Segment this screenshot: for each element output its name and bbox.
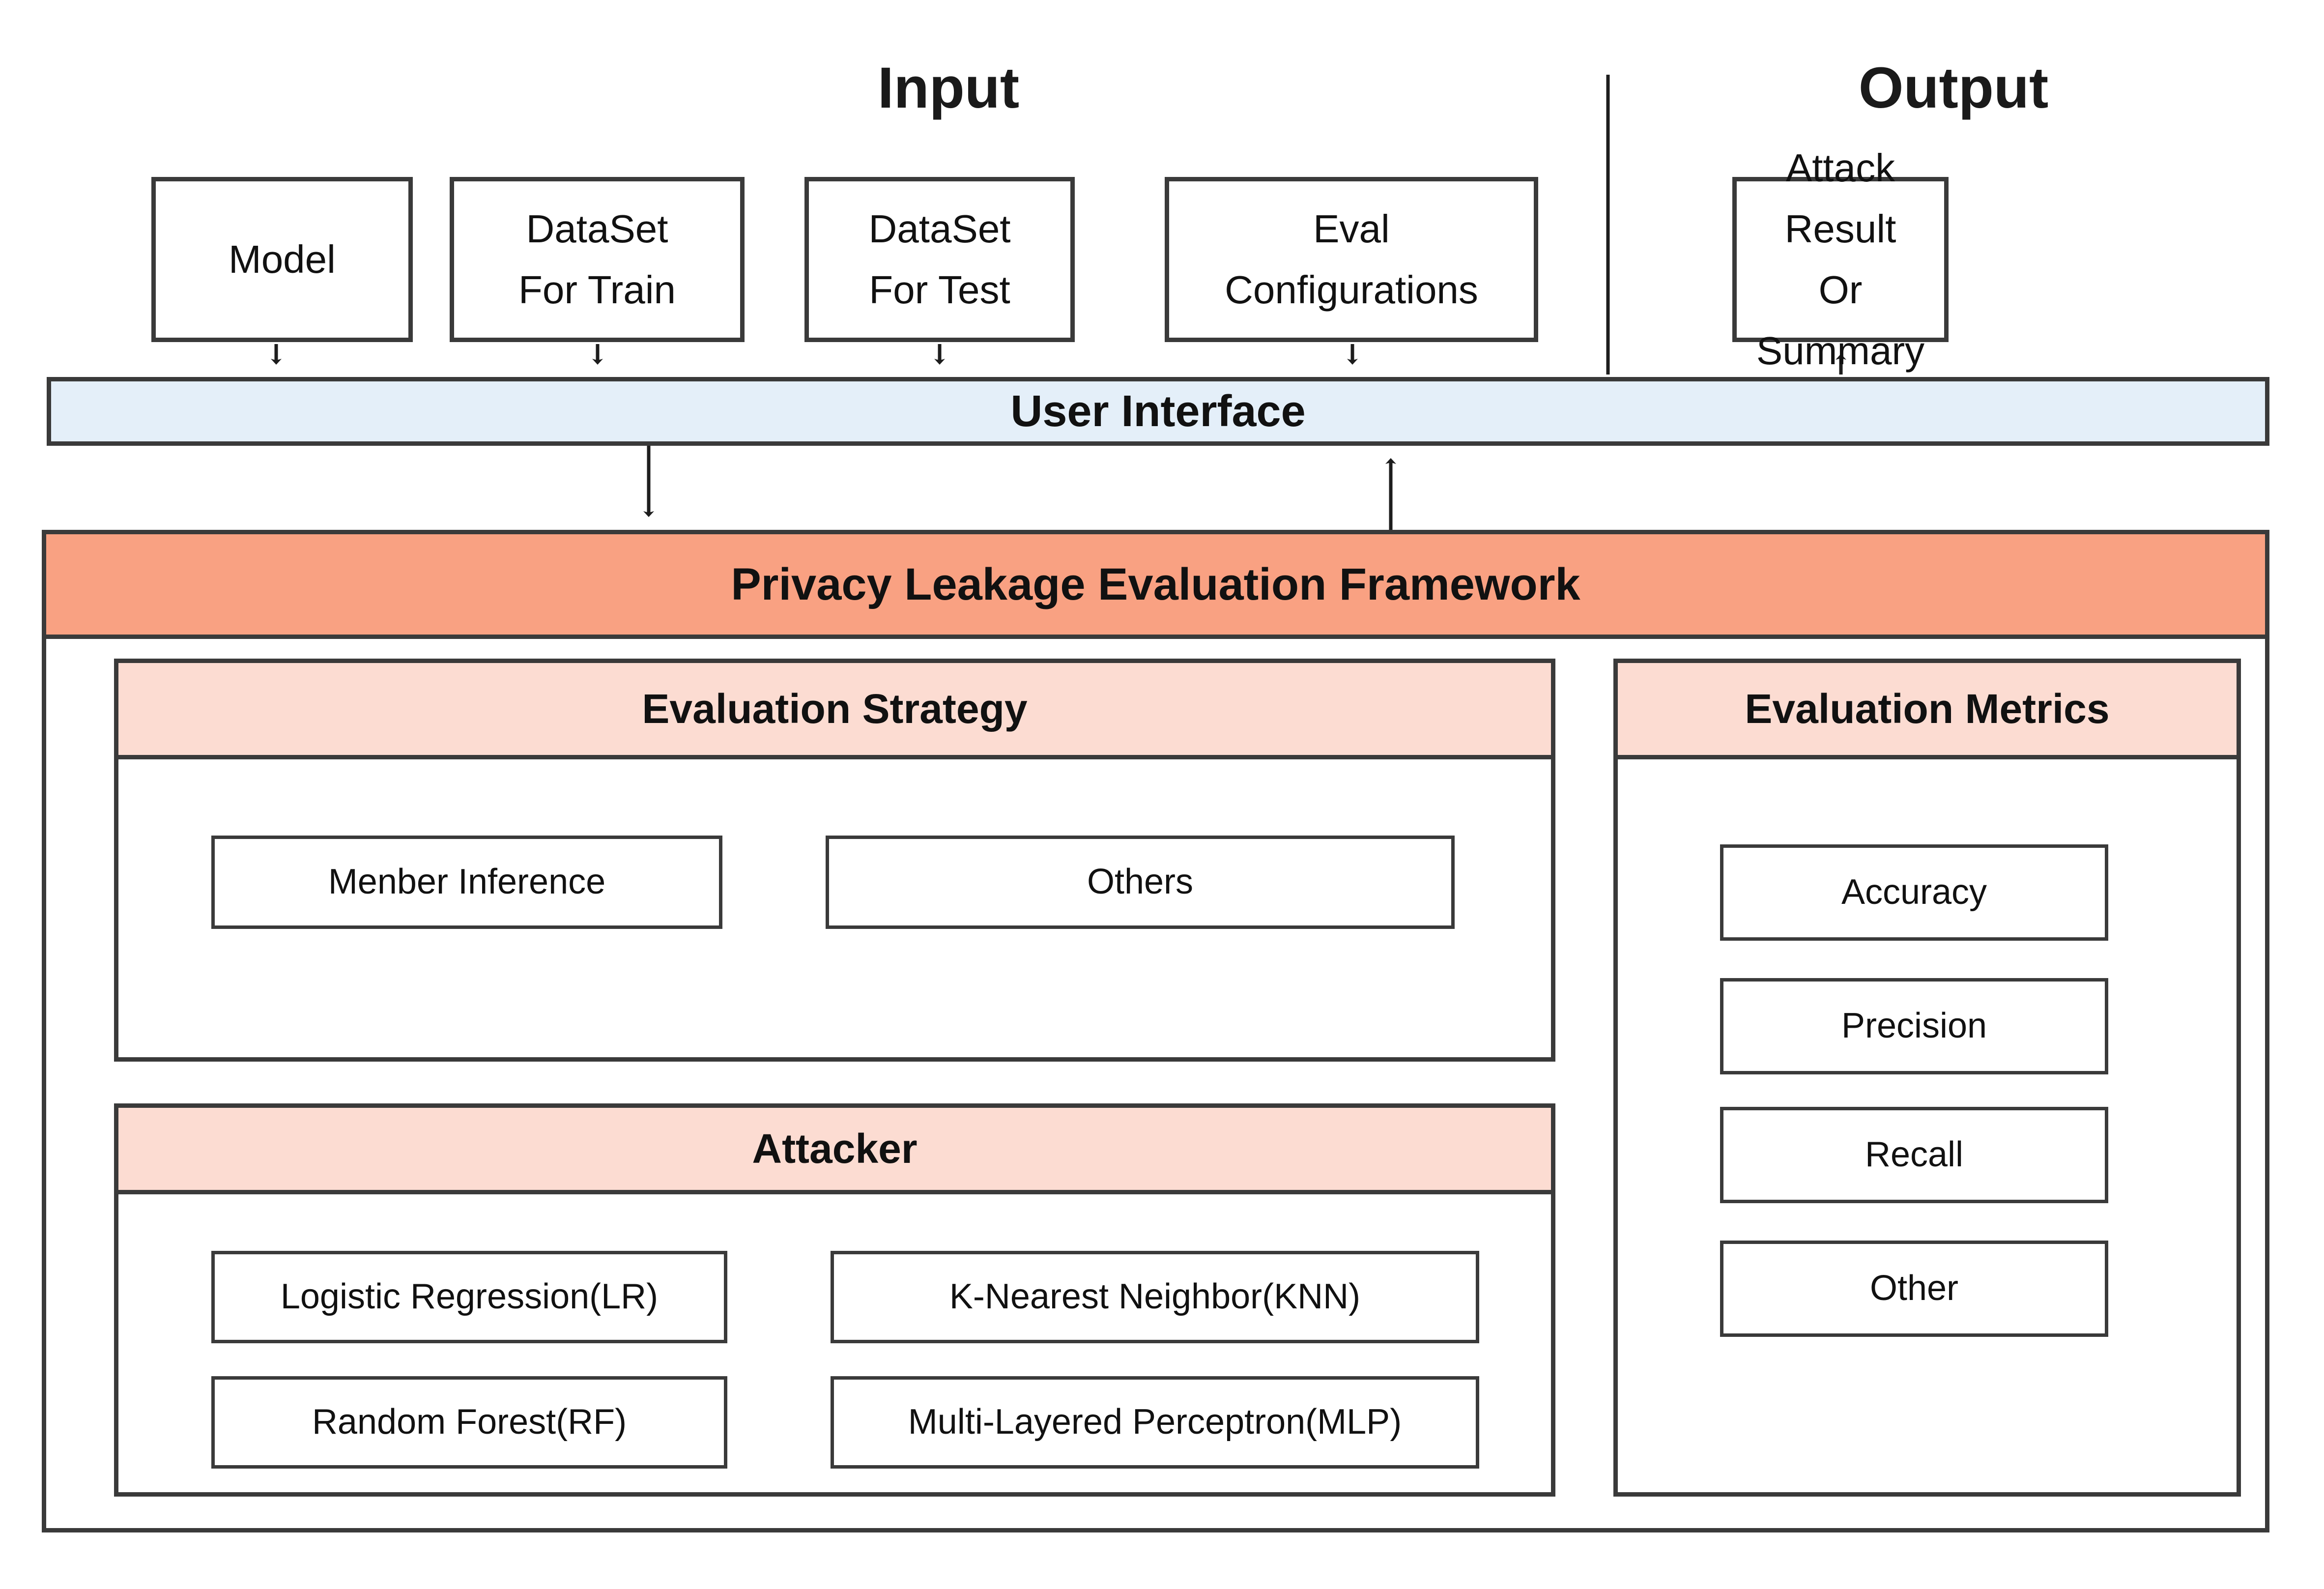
input-box-dataset-for-test[interactable]: DataSet For Test: [804, 177, 1075, 342]
output-section-title: Output: [1858, 56, 2049, 120]
framework-title: Privacy Leakage Evaluation Framework: [731, 559, 1580, 609]
metric-item-precision-label: Precision: [1841, 1006, 1987, 1046]
attacker-item-mlp-label: Multi-Layered Perceptron(MLP): [908, 1402, 1402, 1442]
input-box-dataset-for-test-line2: For Test: [869, 268, 1010, 312]
metric-item-accuracy-label: Accuracy: [1841, 872, 1987, 912]
input-box-dataset-for-test-line1: DataSet: [868, 207, 1011, 251]
attacker-header: Attacker: [114, 1103, 1555, 1194]
strategy-item-others-label: Others: [1087, 862, 1194, 902]
metric-item-accuracy[interactable]: Accuracy: [1720, 844, 2108, 941]
attacker-item-logistic-regression-label: Logistic Regression(LR): [280, 1277, 659, 1317]
attacker-item-logistic-regression[interactable]: Logistic Regression(LR): [211, 1251, 727, 1343]
user-interface-label: User Interface: [1010, 386, 1306, 436]
attacker-item-knn[interactable]: K-Nearest Neighbor(KNN): [831, 1251, 1479, 1343]
input-box-dataset-for-train[interactable]: DataSet For Train: [450, 177, 745, 342]
metric-item-precision[interactable]: Precision: [1720, 978, 2108, 1074]
output-box-attack-result-line1: Attack Result: [1784, 146, 1896, 251]
attacker-title: Attacker: [752, 1126, 918, 1172]
output-box-attack-result[interactable]: Attack Result Or Summary: [1732, 146, 1949, 373]
strategy-item-others[interactable]: Others: [826, 836, 1455, 929]
strategy-item-menber-inference-label: Menber Inference: [328, 862, 606, 902]
attacker-item-knn-label: K-Nearest Neighbor(KNN): [949, 1277, 1361, 1317]
input-box-dataset-for-train-line2: For Train: [518, 268, 676, 312]
metric-item-recall-label: Recall: [1865, 1135, 1964, 1175]
input-section-title: Input: [877, 56, 1020, 120]
evaluation-strategy-header: Evaluation Strategy: [114, 659, 1555, 759]
input-box-model[interactable]: Model: [151, 177, 413, 342]
attacker-item-mlp[interactable]: Multi-Layered Perceptron(MLP): [831, 1376, 1479, 1469]
attacker-item-random-forest-label: Random Forest(RF): [312, 1402, 627, 1442]
metric-item-other[interactable]: Other: [1720, 1241, 2108, 1337]
input-box-eval-configurations[interactable]: Eval Configurations: [1165, 177, 1538, 342]
strategy-item-menber-inference[interactable]: Menber Inference: [211, 836, 722, 929]
input-box-eval-configurations-line2: Configurations: [1225, 268, 1478, 312]
input-box-dataset-for-train-line1: DataSet: [526, 207, 668, 251]
user-interface-bar[interactable]: User Interface: [47, 377, 2269, 446]
attacker-item-random-forest[interactable]: Random Forest(RF): [211, 1376, 727, 1469]
input-box-model-label: Model: [229, 237, 336, 281]
input-box-eval-configurations-line1: Eval: [1313, 207, 1390, 251]
framework-header: Privacy Leakage Evaluation Framework: [42, 530, 2269, 639]
metric-item-other-label: Other: [1869, 1269, 1959, 1308]
evaluation-strategy-title: Evaluation Strategy: [642, 686, 1028, 732]
metric-item-recall[interactable]: Recall: [1720, 1107, 2108, 1203]
evaluation-metrics-header: Evaluation Metrics: [1613, 659, 2241, 759]
evaluation-metrics-title: Evaluation Metrics: [1745, 686, 2110, 732]
output-box-attack-result-line2: Or Summary: [1756, 268, 1925, 373]
